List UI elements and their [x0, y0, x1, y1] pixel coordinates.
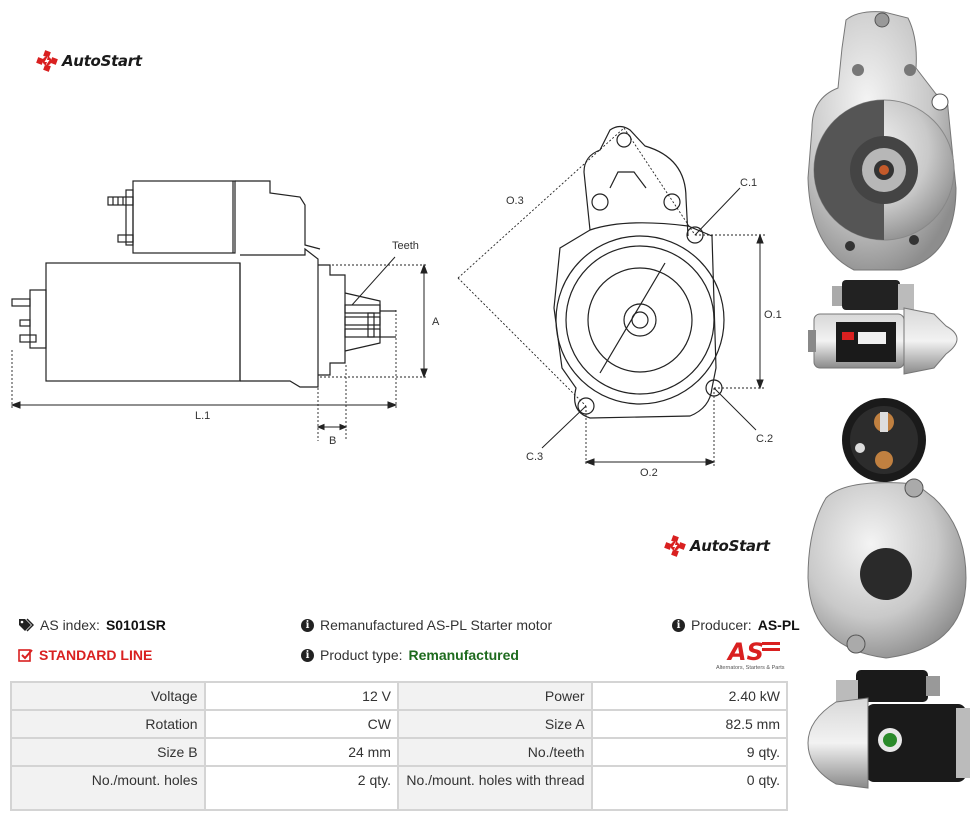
autostart-logo-icon: [664, 535, 686, 557]
spec-value: 2 qty.: [203, 765, 399, 811]
motor-body: [45, 262, 241, 382]
producer-label: Producer:: [691, 617, 752, 633]
description-text: Remanufactured AS-PL Starter motor: [320, 617, 553, 633]
check-square-icon: [18, 648, 33, 662]
spec-label: No./mount. holes: [10, 765, 206, 811]
product-type-label: Product type:: [320, 647, 403, 663]
as-index-value: S0101SR: [105, 617, 166, 633]
autostart-logo-icon: [36, 50, 58, 72]
svg-text:Alternators, Starters & Parts: Alternators, Starters & Parts: [716, 665, 785, 671]
dim-a-label: A: [432, 316, 440, 328]
teeth-label: Teeth: [392, 240, 419, 252]
o1-label: O.1: [764, 309, 782, 321]
spec-label: Size B: [10, 737, 206, 767]
as-pl-logo-mark: AS Alternators, Starters & Parts: [716, 638, 785, 671]
spec-value: 9 qty.: [590, 737, 789, 767]
dim-b-label: B: [329, 435, 336, 447]
o3-label: O.3: [506, 195, 524, 207]
logo-text: AutoStart: [690, 537, 770, 555]
spec-value: 24 mm: [203, 737, 399, 767]
spec-label: No./mount. holes with thread: [396, 765, 593, 811]
standard-line: STANDARD LINE: [18, 647, 152, 663]
c3-label: C.3: [526, 451, 543, 463]
solenoid-body: [132, 180, 236, 254]
side-view-drawing: Teeth A L.1 B: [10, 180, 440, 447]
info-icon: i: [672, 618, 685, 632]
info-icon: i: [301, 648, 314, 662]
producer: i Producer: AS-PL: [672, 617, 800, 633]
photo-front-face: [807, 11, 957, 271]
as-index-label: AS index:: [40, 617, 100, 633]
spec-value: 12 V: [203, 681, 399, 711]
product-description: i Remanufactured AS-PL Starter motor: [301, 617, 552, 633]
tags-icon: [19, 618, 34, 632]
photo-side-view-2: [807, 670, 970, 789]
product-type-value: Remanufactured: [408, 647, 519, 663]
producer-value: AS-PL: [757, 617, 800, 633]
spec-value: 2.40 kW: [590, 681, 789, 711]
info-icon: i: [301, 618, 314, 632]
spec-value: 82.5 mm: [590, 709, 789, 739]
spec-label: Power: [396, 681, 593, 711]
spec-label: Voltage: [10, 681, 206, 711]
logo-text: AutoStart: [62, 52, 142, 70]
o2-label: O.2: [640, 467, 658, 478]
as-index: AS index: S0101SR: [18, 617, 166, 633]
product-type: i Product type: Remanufactured: [301, 647, 519, 663]
product-photos: [807, 11, 970, 789]
dim-l1-label: L.1: [195, 410, 210, 422]
table-row: Rotation CW Size A 82.5 mm: [10, 709, 789, 739]
spec-label: Size A: [396, 709, 593, 739]
photo-side-view: [808, 280, 958, 375]
photo-rear-view: [807, 398, 967, 659]
table-row: Voltage 12 V Power 2.40 kW: [10, 681, 789, 711]
table-row: Size B 24 mm No./teeth 9 qty.: [10, 737, 789, 767]
standard-line-label: STANDARD LINE: [39, 647, 153, 663]
spec-value: CW: [203, 709, 399, 739]
as-pl-logo: AS Alternators, Starters & Parts: [712, 638, 792, 672]
specs-table: Voltage 12 V Power 2.40 kW Rotation CW S…: [10, 681, 789, 811]
spec-value: 0 qty.: [590, 765, 789, 811]
spec-label: No./teeth: [396, 737, 593, 767]
c2-label: C.2: [756, 433, 773, 445]
autostart-logo-secondary: AutoStart: [664, 535, 770, 557]
front-view-drawing: C.1 C.2 C.3 O.1 O.2 O.3: [457, 125, 782, 478]
autostart-logo: AutoStart: [36, 50, 142, 72]
c1-label: C.1: [740, 177, 757, 189]
spec-label: Rotation: [10, 709, 206, 739]
table-row: No./mount. holes 2 qty. No./mount. holes…: [10, 765, 789, 811]
svg-text:AS: AS: [726, 638, 764, 666]
